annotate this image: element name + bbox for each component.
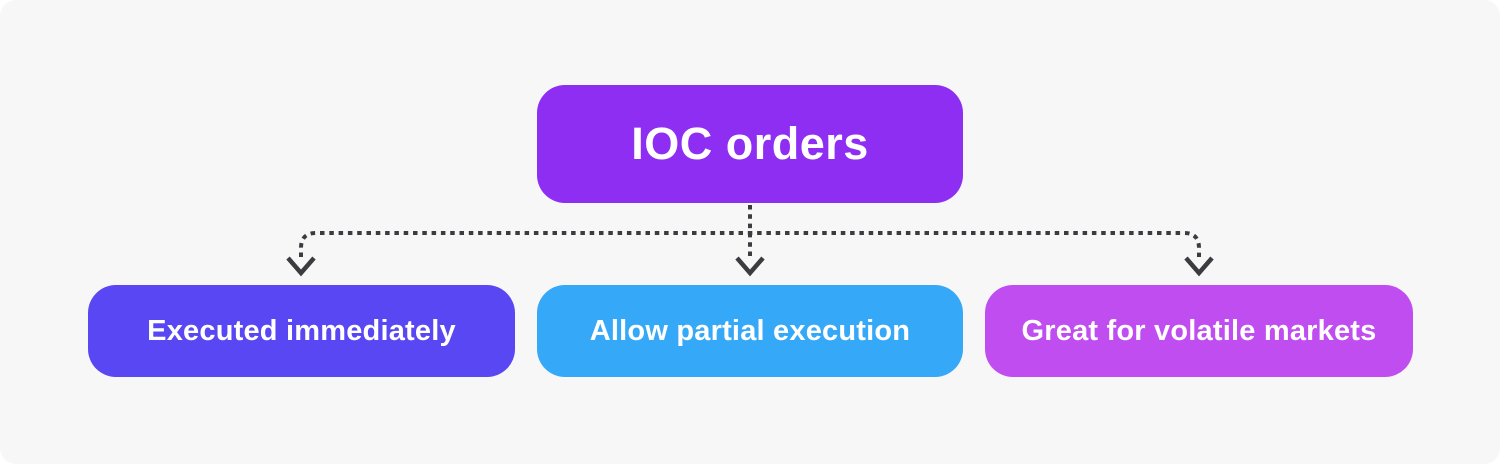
root-node-label: IOC orders — [631, 118, 869, 169]
child-node-label: Executed immediately — [147, 314, 456, 347]
child-node-label: Allow partial execution — [589, 314, 911, 347]
child-node-label: Great for volatile markets — [1021, 314, 1377, 347]
child-node-executed-immediately: Executed immediately — [88, 285, 515, 377]
arrowhead-middle — [735, 256, 765, 277]
arrowhead-right — [1184, 256, 1214, 277]
child-node-great-for-volatile-markets: Great for volatile markets — [985, 285, 1413, 377]
root-node-ioc-orders: IOC orders — [537, 85, 963, 203]
child-node-allow-partial-execution: Allow partial execution — [537, 285, 963, 377]
connector-crossbar — [299, 231, 1201, 257]
arrowhead-left — [286, 256, 316, 277]
